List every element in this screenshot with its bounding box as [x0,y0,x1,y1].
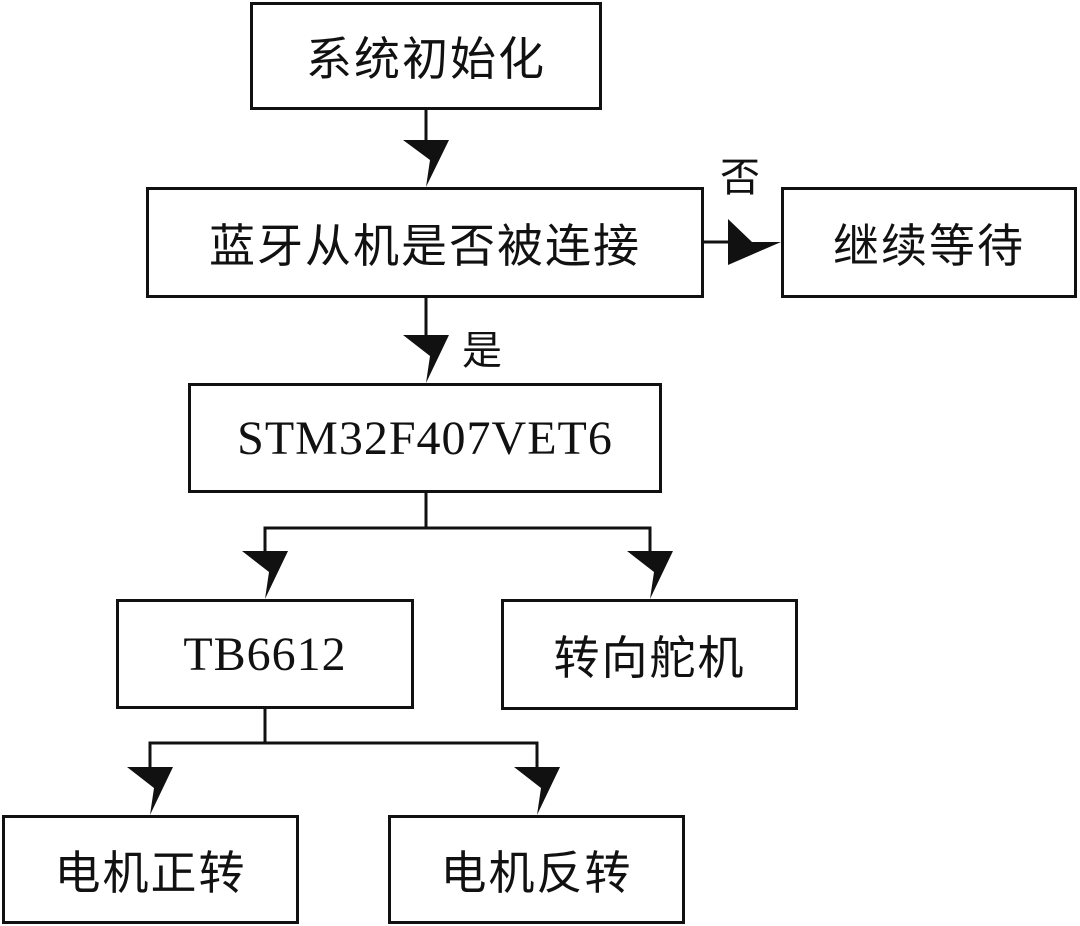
node-label: 电机正转 [54,845,247,900]
arrowhead-down [403,140,449,187]
arrowhead-down [514,767,560,815]
edge-driver-to-reverse [265,741,539,773]
edge-label-no: 否 [720,155,760,201]
arrowhead-down [127,767,173,815]
arrowhead-right [728,219,781,265]
arrowhead-down [627,551,673,599]
node-mcu: STM32F407VET6 [188,383,662,493]
node-bluetooth-check: 蓝牙从机是否被连接 [146,187,704,298]
edge-driver-branch [148,709,267,773]
arrowhead-down [242,551,288,599]
edge-mcu-branch [263,493,428,557]
node-label: 继续等待 [833,218,1025,273]
node-label: TB6612 [183,627,347,681]
node-label: 电机反转 [440,845,633,900]
node-motor-driver: TB6612 [116,599,414,709]
node-system-init: 系统初始化 [250,2,602,110]
edge-mcu-to-servo [426,526,652,557]
node-motor-reverse: 电机反转 [388,815,685,924]
node-label: 蓝牙从机是否被连接 [209,218,641,273]
node-steering-servo: 转向舵机 [501,599,798,710]
node-label: 转向舵机 [553,630,746,685]
node-label: 系统初始化 [306,32,546,86]
node-label: STM32F407VET6 [237,411,613,465]
arrowhead-down [403,335,449,383]
edge-label-yes: 是 [462,328,502,374]
node-motor-forward: 电机正转 [2,815,299,924]
node-wait: 继续等待 [781,187,1077,298]
